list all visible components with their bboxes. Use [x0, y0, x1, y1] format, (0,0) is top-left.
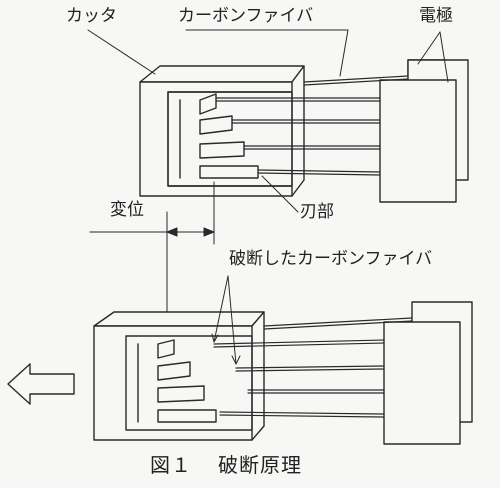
- top-blade-3: [199, 141, 245, 159]
- bottom-blade-4: [157, 409, 217, 423]
- bottom-blade-1: [157, 339, 175, 359]
- figure-caption: 図１ 破断原理: [150, 455, 328, 475]
- bottom-blade-3: [157, 385, 205, 403]
- top-leaders: [87, 29, 449, 213]
- label-broken-fiber: 破断したカーボンファイバ: [229, 249, 433, 269]
- displacement-dimension: [89, 181, 215, 331]
- top-assembly: [87, 29, 469, 213]
- bottom-blade-2: [157, 361, 191, 381]
- label-cutter: カッタ: [66, 6, 117, 26]
- top-blade-1: [199, 93, 217, 115]
- direction-arrow: [7, 363, 75, 405]
- top-electrode-front: [379, 79, 457, 203]
- label-electrode: 電極: [419, 6, 453, 26]
- bottom-leaders: [211, 275, 241, 365]
- bottom-assembly: [93, 275, 473, 445]
- label-displacement: 変位: [110, 200, 144, 220]
- figure-title: 破断原理: [218, 453, 302, 477]
- bottom-fibers: [213, 317, 413, 418]
- label-blade: 刃部: [300, 202, 334, 222]
- top-blade-4: [199, 165, 259, 179]
- label-carbon-fiber: カーボンファイバ: [178, 6, 314, 26]
- top-cutter: [139, 65, 305, 197]
- top-blade-2: [199, 115, 233, 135]
- figure-number: 図１: [150, 453, 192, 477]
- top-fibers: [215, 75, 409, 176]
- bottom-cutter: [93, 311, 265, 441]
- bottom-electrode-front: [383, 321, 461, 445]
